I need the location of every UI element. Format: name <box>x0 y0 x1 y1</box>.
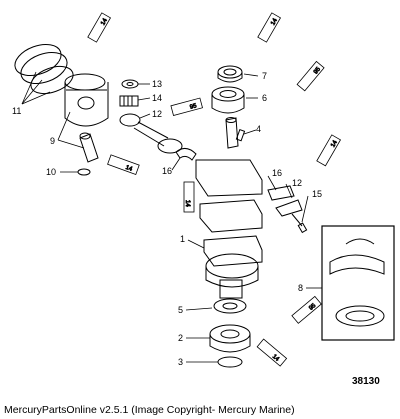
rod-cap-assembly <box>267 185 308 234</box>
callout-1: 1 <box>180 234 185 244</box>
tube-label: 14 <box>100 17 109 26</box>
tube-label: 95 <box>313 66 322 75</box>
thrust-washer <box>121 79 139 89</box>
upper-seal <box>217 65 243 83</box>
callout-12-right: 12 <box>292 178 302 188</box>
wrist-pin <box>79 132 99 163</box>
inset-bearing-box <box>321 225 395 341</box>
callout-10: 10 <box>46 167 56 177</box>
pin-retaining-ring <box>77 168 91 176</box>
callout-13: 13 <box>152 79 162 89</box>
callout-11: 11 <box>12 106 21 116</box>
tube-label: 14 <box>125 165 134 173</box>
leader-lines <box>21 71 322 363</box>
tube-label: 14 <box>270 17 279 26</box>
tube-label: 14 <box>330 139 339 148</box>
figure-id: 38130 <box>352 376 380 387</box>
sealant-tubes: 14 14 95 95 14 14 14 95 14 <box>87 12 342 367</box>
crankshaft-key <box>235 128 246 142</box>
callout-12-left: 12 <box>152 109 162 119</box>
needle-bearing-lower <box>175 148 197 161</box>
ball-bearing <box>209 324 251 353</box>
callout-14: 14 <box>152 93 162 103</box>
piston-rings <box>14 43 74 95</box>
callout-3: 3 <box>178 357 183 367</box>
callout-16-right: 16 <box>272 168 282 178</box>
callout-15: 15 <box>312 189 322 199</box>
tube-label: 95 <box>308 302 317 311</box>
callout-16-left: 16 <box>162 166 172 176</box>
callout-7: 7 <box>262 71 267 81</box>
lower-bearing <box>213 298 247 314</box>
callout-numbers: 11 9 10 13 14 12 16 7 6 4 16 12 15 1 8 5… <box>12 71 322 367</box>
tube-label: 95 <box>189 103 198 111</box>
upper-bearing <box>211 86 245 114</box>
connecting-rod <box>119 113 183 154</box>
retaining-ring-lower <box>217 356 243 368</box>
tube-label: 14 <box>184 200 190 207</box>
callout-4: 4 <box>256 124 261 134</box>
callout-8: 8 <box>298 283 303 293</box>
needle-bearing-upper <box>119 95 139 107</box>
callout-5: 5 <box>178 305 183 315</box>
tube-label: 14 <box>271 354 280 363</box>
image-credit: MercuryPartsOnline v2.5.1 (Image Copyrig… <box>4 404 295 416</box>
callout-2: 2 <box>178 333 183 343</box>
callout-6: 6 <box>262 93 267 103</box>
crankshaft <box>195 117 263 299</box>
callout-9: 9 <box>50 136 55 146</box>
piston <box>64 73 109 127</box>
